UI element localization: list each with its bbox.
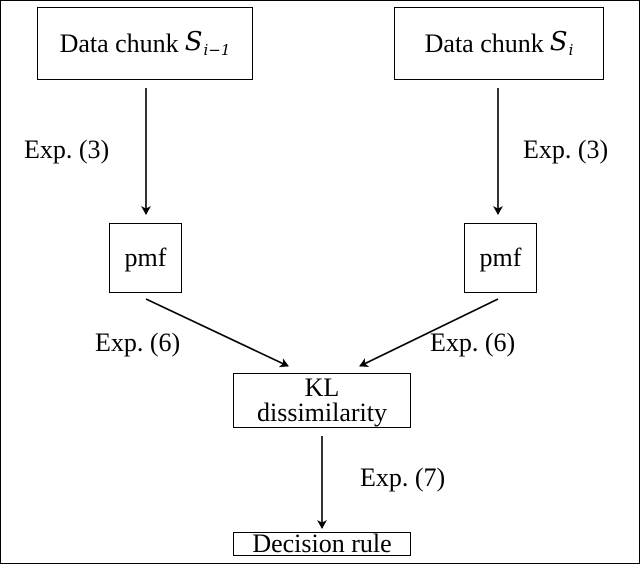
node-kl-line2: dissimilarity bbox=[257, 397, 387, 427]
edge-label-right-mid: Exp. (6) bbox=[430, 328, 516, 357]
node-decision-rule: Decision rule bbox=[233, 529, 411, 558]
node-data-chunk-prev-subscript: i−1 bbox=[203, 41, 231, 59]
node-data-chunk-curr-symbol: Si bbox=[550, 29, 574, 58]
edge-label-left-mid: Exp. (6) bbox=[95, 328, 181, 357]
edge-label-bottom: Exp. (7) bbox=[360, 463, 446, 492]
node-data-chunk-prev-symbol: Si−1 bbox=[185, 29, 231, 58]
edge-label-right-top: Exp. (3) bbox=[523, 135, 609, 164]
node-kl-line1: KL bbox=[304, 372, 340, 402]
node-decision-rule-text: Decision rule bbox=[252, 529, 392, 558]
node-data-chunk-curr-s: S bbox=[549, 27, 568, 57]
node-data-chunk-curr-text: Data chunk bbox=[424, 28, 544, 58]
node-data-chunk-prev-text: Data chunk bbox=[59, 28, 179, 58]
node-pmf-right-text: pmf bbox=[479, 243, 522, 272]
node-data-chunk-prev-s: S bbox=[184, 27, 203, 57]
node-kl-dissimilarity: KL dissimilarity bbox=[233, 373, 411, 428]
edge-label-left-top: Exp. (3) bbox=[24, 135, 110, 164]
node-pmf-right: pmf bbox=[464, 223, 537, 293]
node-pmf-left: pmf bbox=[109, 223, 182, 293]
node-data-chunk-curr: Data chunk Si bbox=[394, 7, 604, 80]
node-pmf-left-text: pmf bbox=[124, 243, 167, 272]
node-data-chunk-prev: Data chunk Si−1 bbox=[37, 7, 253, 80]
node-data-chunk-curr-subscript: i bbox=[568, 41, 574, 59]
